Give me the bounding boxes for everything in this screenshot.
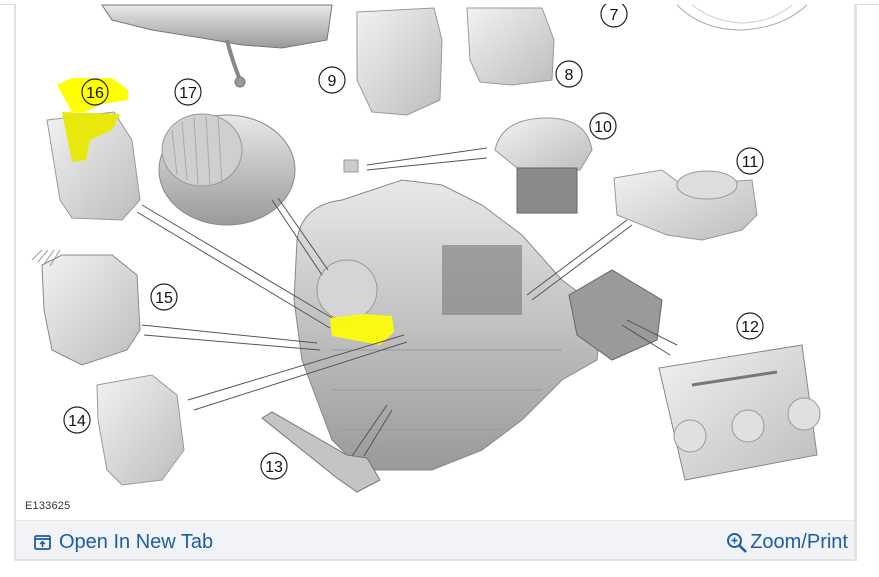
zoom-print-link[interactable]: Zoom/Print <box>726 531 848 554</box>
zoom-in-icon <box>727 532 748 553</box>
heater-core-partial <box>101 4 333 88</box>
diagram-card: 7 8 9 10 11 12 13 14 15 16 17 E133625 Op… <box>14 4 857 561</box>
diagram-footer: Open In New Tab Zoom/Print <box>16 520 854 559</box>
open-new-tab-icon <box>34 535 51 550</box>
open-new-tab-label: Open In New Tab <box>59 531 214 553</box>
parts-diagram[interactable]: 7 8 9 10 11 12 13 14 15 16 17 E133625 <box>16 4 854 519</box>
open-new-tab-link[interactable]: Open In New Tab <box>34 531 213 554</box>
zoom-print-label: Zoom/Print <box>750 531 848 553</box>
hvac-components-illustration <box>31 4 821 493</box>
callout-labels <box>63 4 764 480</box>
figure-id-label: E133625 <box>25 500 71 512</box>
